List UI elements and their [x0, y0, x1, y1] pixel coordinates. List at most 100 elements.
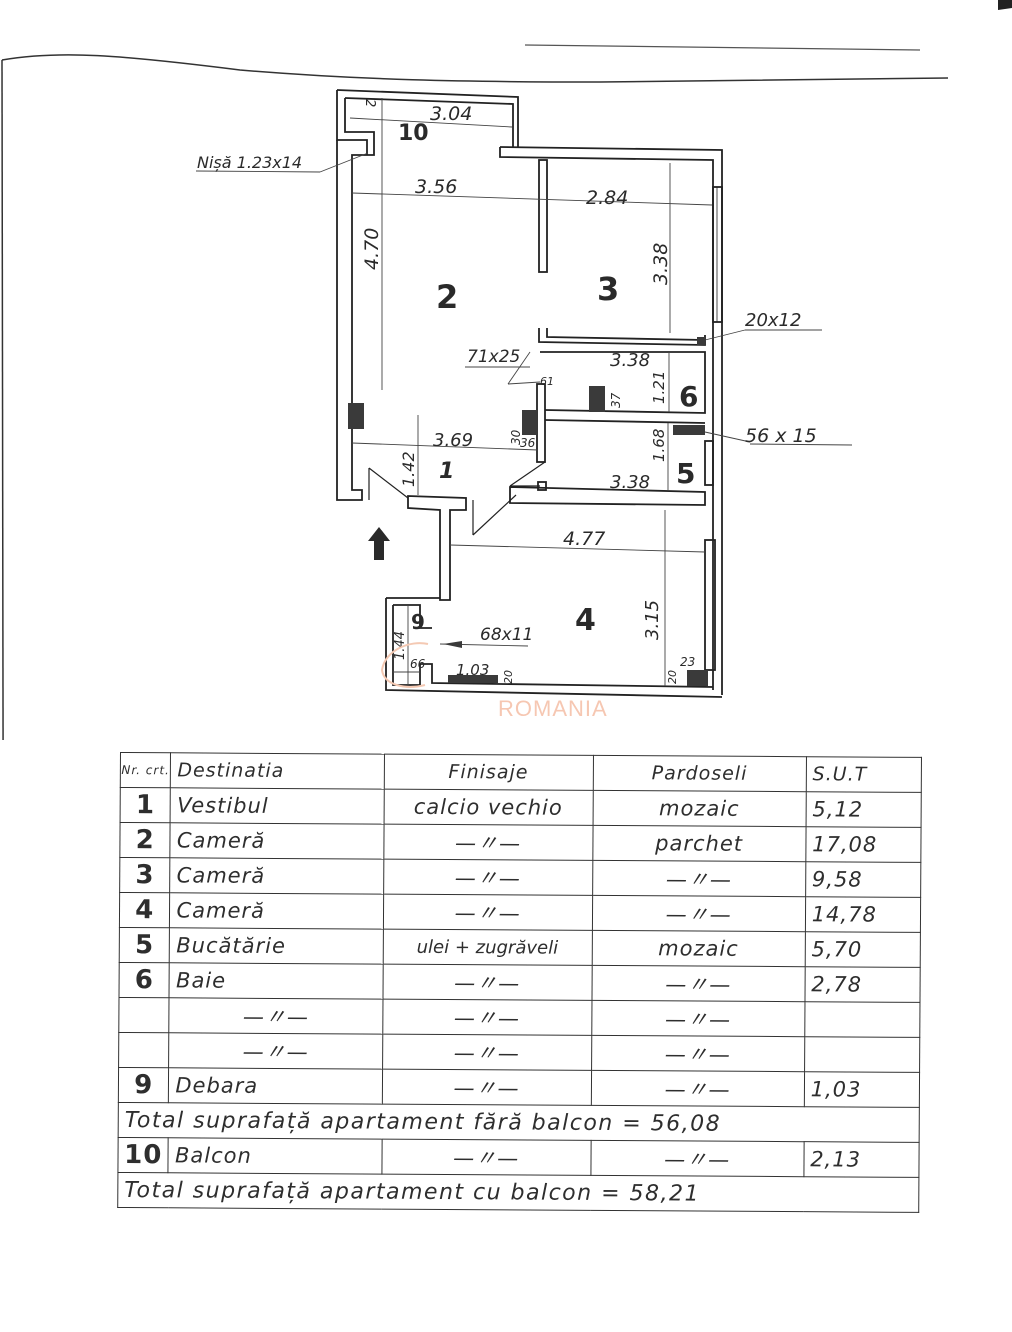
cell-sut [804, 1036, 920, 1073]
room-label-2: 2 [436, 278, 458, 316]
cell-nr: 3 [119, 857, 171, 893]
room-label-3: 3 [597, 270, 619, 308]
table-row: 5 Bucătărie ulei + zugrăveli mozaic 5,70 [119, 927, 921, 968]
annotation-vent-68x11: 68x11 [480, 625, 533, 645]
total-with-balcony-row: Total suprafață apartament cu balcon = 5… [117, 1172, 919, 1213]
cell-sut: 1,03 [804, 1071, 920, 1108]
dim-closet-width: 1.03 [456, 661, 489, 679]
surface-table: Nr. crt. Destinatia Finisaje Pardoseli S… [117, 752, 922, 1213]
cell-sut: 9,58 [805, 861, 921, 898]
table-row: 2 Cameră —〃— parchet 17,08 [119, 822, 922, 863]
cell-destinatia: Balcon [168, 1137, 382, 1175]
dim-room3-width: 2.84 [586, 187, 628, 209]
cell-pardoseli: —〃— [592, 860, 806, 897]
annotation-vent-20x12: 20x12 [745, 310, 801, 331]
dim-room5-width: 3.38 [610, 472, 650, 493]
cell-nr: 1 [120, 787, 171, 823]
table-row: 1 Vestibul calcio vechio mozaic 5,12 [120, 787, 922, 828]
cell-nr: 10 [117, 1137, 169, 1173]
room-label-10: 10 [398, 121, 429, 146]
page-border [1, 44, 949, 740]
cell-destinatia: Debara [168, 1067, 383, 1105]
watermark-text: ROMANIA [498, 696, 608, 721]
dim-room2-width: 3.56 [415, 176, 457, 198]
cell-finisaje: —〃— [383, 824, 593, 861]
header-pardoseli: Pardoseli [592, 755, 807, 792]
dimension-lines [195, 98, 853, 686]
cell-nr: 4 [119, 892, 171, 928]
annotation-vent-56x15: 56 x 15 [745, 425, 817, 447]
cell-finisaje: ulei + zugrăveli [382, 929, 593, 966]
header-sut: S.U.T [805, 756, 922, 793]
cell-nr [118, 997, 170, 1033]
cell-destinatia: Bucătărie [169, 927, 384, 965]
room-label-6: 6 [679, 380, 698, 413]
room-label-4: 4 [575, 603, 596, 638]
header-finisaje: Finisaje [383, 754, 594, 791]
dim-balcony-width: 3.04 [430, 103, 472, 125]
cell-sut: 17,08 [805, 826, 922, 863]
arrow-up-icon [368, 527, 390, 560]
dim-wall-37: 37 [609, 392, 623, 408]
cell-finisaje: —〃— [383, 859, 593, 896]
dim-hall-length: 1.42 [399, 451, 418, 487]
cell-destinatia: Cameră [169, 892, 384, 930]
room-label-5: 5 [676, 457, 695, 490]
cell-destinatia: Vestibul [170, 787, 384, 825]
dim-room4-width: 4.77 [563, 528, 605, 550]
watermark-logo-icon [380, 642, 429, 688]
annotation-nisa: Nișă 1.23x14 [197, 153, 302, 172]
cell-finisaje: —〃— [381, 1139, 591, 1176]
dim-room4-length: 3.15 [642, 600, 663, 640]
cell-pardoseli: —〃— [591, 1000, 805, 1037]
table-row-balcony: 10 Balcon —〃— —〃— 2,13 [117, 1137, 920, 1178]
cell-destinatia: —〃— [169, 997, 383, 1035]
cell-sut [804, 1001, 920, 1038]
cell-pardoseli: —〃— [590, 1070, 805, 1107]
scan-mark [998, 0, 1012, 10]
header-nr: Nr. crt. [120, 752, 171, 788]
cell-pardoseli: —〃— [592, 895, 806, 932]
cell-nr: 6 [119, 962, 170, 998]
room-label-1: 1 [439, 459, 454, 484]
cell-finisaje: —〃— [383, 894, 593, 931]
table-row: 4 Cameră —〃— —〃— 14,78 [119, 892, 921, 933]
dim-balcony-depth: 2 [362, 99, 377, 107]
dim-room2-length: 4.70 [361, 228, 383, 270]
vent-blocks [348, 337, 708, 686]
table-row: —〃— —〃— —〃— [118, 1032, 920, 1073]
cell-pardoseli: —〃— [590, 1140, 804, 1177]
cell-nr: 5 [119, 927, 170, 963]
dim-room6-length: 1.21 [650, 371, 668, 404]
cell-sut: 14,78 [805, 896, 921, 933]
floor-plan-drawing: 10 2 3 6 5 1 4 9 3.04 2 3.56 4.70 2.84 3… [1, 0, 1012, 740]
cell-sut: 5,70 [804, 931, 921, 968]
table-header-row: Nr. crt. Destinatia Finisaje Pardoseli S… [120, 752, 922, 793]
cell-pardoseli: parchet [592, 825, 806, 862]
total-without-balcony: Total suprafață apartament fără balcon =… [118, 1102, 920, 1143]
cell-pardoseli: mozaic [592, 790, 806, 827]
cell-pardoseli: —〃— [591, 1035, 805, 1072]
cell-destinatia: Cameră [170, 822, 384, 860]
cell-finisaje: —〃— [382, 1034, 592, 1071]
header-destinatia: Destinatia [170, 752, 385, 790]
dim-closet-length: 1.44 [393, 631, 408, 660]
cell-finisaje: calcio vechio [383, 789, 593, 826]
cell-finisaje: —〃— [382, 999, 592, 1036]
dim-room6-width: 3.38 [610, 350, 650, 371]
dim-wall-30: 30 [509, 429, 523, 445]
cell-sut: 5,12 [805, 791, 922, 828]
dim-wall-20b: 20 [666, 670, 679, 684]
cell-pardoseli: —〃— [591, 965, 805, 1002]
cell-destinatia: Cameră [170, 857, 384, 895]
cell-nr: 9 [118, 1067, 170, 1103]
dim-room3-length: 3.38 [650, 243, 672, 285]
table-row: 9 Debara —〃— —〃— 1,03 [118, 1067, 920, 1108]
dim-wall-23: 23 [680, 655, 695, 669]
cell-sut: 2,13 [803, 1141, 920, 1178]
cell-finisaje: —〃— [382, 964, 592, 1001]
dim-room5-length: 1.68 [650, 429, 668, 462]
cell-destinatia: Baie [169, 962, 383, 1000]
cell-pardoseli: mozaic [591, 930, 806, 967]
